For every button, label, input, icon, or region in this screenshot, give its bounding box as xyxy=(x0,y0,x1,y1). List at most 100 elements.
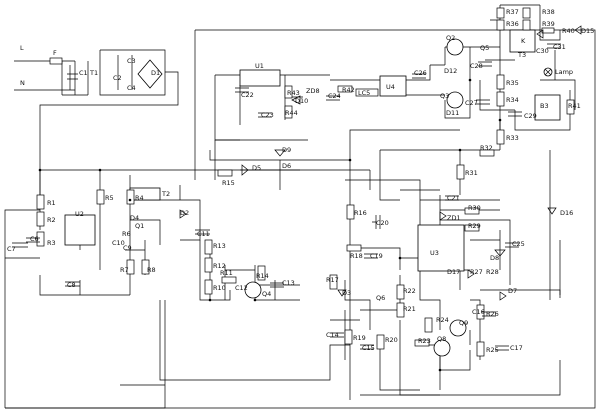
label-R32: R32 xyxy=(480,144,493,152)
label-Q5: Q5 xyxy=(480,44,489,52)
label-C19: C19 xyxy=(370,252,383,260)
label-R24: R24 xyxy=(436,316,449,324)
label-line: L xyxy=(20,44,24,52)
label-R17: R17 xyxy=(326,276,339,284)
label-K: K xyxy=(521,37,526,45)
label-R39: R39 xyxy=(542,20,555,28)
label-B3: B3 xyxy=(540,102,549,110)
label-D7: D7 xyxy=(508,287,517,295)
label-T2: T2 xyxy=(161,190,170,198)
label-D11: D11 xyxy=(446,109,459,117)
label-R22: R22 xyxy=(403,287,416,295)
label-R14: R14 xyxy=(256,272,269,280)
label-C2: C2 xyxy=(113,74,122,82)
label-R3: R3 xyxy=(47,239,56,247)
label-R41: R41 xyxy=(568,102,581,110)
ic-u1 xyxy=(239,69,281,87)
label-R34: R34 xyxy=(506,96,519,104)
label-R42: R42 xyxy=(342,86,355,94)
wiring xyxy=(4,4,596,409)
label-R6: R6 xyxy=(122,230,131,238)
label-R7: R7 xyxy=(120,266,129,274)
label-U2: U2 xyxy=(75,210,84,218)
transistor-q4 xyxy=(244,281,262,299)
label-D8: D8 xyxy=(490,254,499,262)
label-C20: C20 xyxy=(376,219,389,227)
label-Q1: Q1 xyxy=(135,222,144,230)
label-R38: R38 xyxy=(542,8,555,16)
junction-dots xyxy=(38,78,502,372)
label-C1: C1 xyxy=(79,69,88,77)
label-D1: D1 xyxy=(151,69,160,77)
label-R21: R21 xyxy=(403,305,416,313)
label-D2: D2 xyxy=(180,209,189,217)
label-C26: C26 xyxy=(414,69,427,77)
label-R31: R31 xyxy=(465,169,478,177)
label-R16: R16 xyxy=(354,209,367,217)
label-C4: C4 xyxy=(127,84,136,92)
label-C8: C8 xyxy=(67,281,76,289)
label-D9: D9 xyxy=(282,146,291,154)
label-R10: R10 xyxy=(213,284,226,292)
label-T3: T3 xyxy=(517,51,526,59)
label-C17: C17 xyxy=(510,344,523,352)
label-D16: D16 xyxy=(560,209,573,217)
label-C25: C25 xyxy=(512,240,525,248)
transistor-q8 xyxy=(433,339,451,357)
label-R5: R5 xyxy=(105,194,114,202)
label-D5: D5 xyxy=(252,164,261,172)
label-R15: R15 xyxy=(222,179,235,187)
label-C16: C16 xyxy=(472,308,485,316)
label-neutral: N xyxy=(20,79,25,87)
label-Q8: Q8 xyxy=(437,335,446,343)
label-D15: D15 xyxy=(581,27,594,35)
label-ZD8: ZD8 xyxy=(306,87,320,95)
label-Q2: Q2 xyxy=(446,34,455,42)
label-C30: C30 xyxy=(536,47,549,55)
fuse-f xyxy=(49,57,63,65)
label-Q9: Q9 xyxy=(459,319,468,327)
label-C12: C12 xyxy=(235,284,248,292)
components xyxy=(12,7,582,357)
label-D3: D3 xyxy=(342,289,351,297)
label-D6: D6 xyxy=(282,162,291,170)
label-Q3: Q3 xyxy=(440,92,449,100)
label-R1: R1 xyxy=(47,199,56,207)
bridge-rectifier-d1 xyxy=(137,59,163,89)
label-C9: C9 xyxy=(123,244,132,252)
label-D17: D17 xyxy=(447,268,460,276)
label-R23: R23 xyxy=(418,337,431,345)
component-labels: L N F C1 T1 C2 C3 C4 D1 U1 C22 R43 D10 Z… xyxy=(7,8,594,354)
label-C28: C28 xyxy=(470,62,483,70)
label-R28: R28 xyxy=(486,268,499,276)
label-C13: C13 xyxy=(282,279,295,287)
label-R44: R44 xyxy=(285,109,298,117)
label-R30: R30 xyxy=(468,204,481,212)
label-C6: C6 xyxy=(30,235,39,243)
label-C29: C29 xyxy=(524,112,537,120)
label-U1: U1 xyxy=(255,62,264,70)
label-R11: R11 xyxy=(220,269,233,277)
label-R2: R2 xyxy=(47,216,56,224)
label-C3: C3 xyxy=(127,57,136,65)
inductor-lc5 xyxy=(355,88,379,97)
label-LC5: LC5 xyxy=(358,89,370,97)
label-T1: T1 xyxy=(89,69,98,77)
block-b3 xyxy=(534,94,561,121)
label-Q6: Q6 xyxy=(376,294,385,302)
label-R37: R37 xyxy=(506,8,519,16)
label-U3: U3 xyxy=(430,249,439,257)
label-R29: R29 xyxy=(468,222,481,230)
label-C27: C27 xyxy=(465,99,478,107)
label-R33: R33 xyxy=(506,134,519,142)
label-R36: R36 xyxy=(506,20,519,28)
label-R26: R26 xyxy=(486,310,499,318)
label-R20: R20 xyxy=(385,336,398,344)
label-R12: R12 xyxy=(213,262,226,270)
label-F: F xyxy=(53,49,57,57)
label-C21: C21 xyxy=(447,194,460,202)
label-D12: D12 xyxy=(444,67,457,75)
ic-u4 xyxy=(379,75,407,97)
label-R35: R35 xyxy=(506,79,519,87)
